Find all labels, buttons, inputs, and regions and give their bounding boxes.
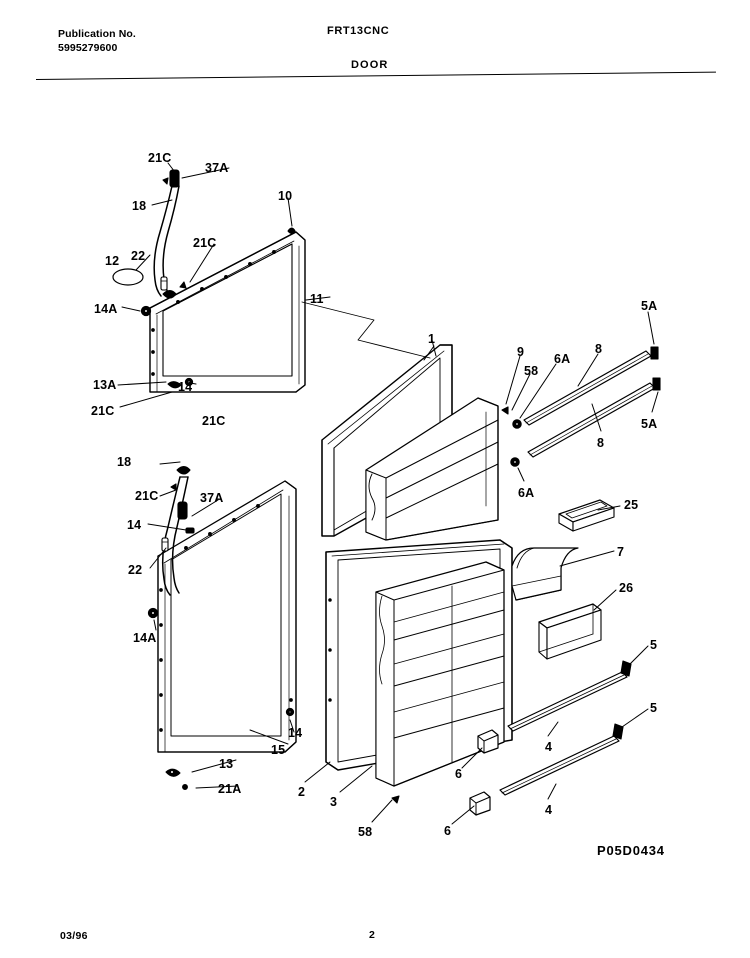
callout-6A: 6A [554, 352, 571, 366]
callout-10: 10 [278, 189, 293, 203]
sheet-title: DOOR [351, 59, 389, 71]
part-22-pin [160, 276, 168, 291]
callout-5A: 5A [641, 417, 658, 431]
callout-14: 14 [127, 518, 142, 532]
callout-13: 13 [219, 757, 234, 771]
callout-6A: 6A [518, 486, 535, 500]
callout-18: 18 [117, 455, 132, 469]
footer-date: 03/96 [60, 930, 88, 942]
part-6A-clips [510, 419, 522, 467]
callout-8: 8 [597, 436, 605, 450]
callout-14A: 14A [94, 302, 118, 316]
callout-5A: 5A [641, 299, 658, 313]
part-25-tray [558, 499, 615, 532]
callout-22: 22 [131, 249, 146, 263]
callout-4: 4 [545, 803, 553, 817]
refrigerator-door-liner [375, 561, 505, 787]
part-5A-endcap-upper [650, 346, 659, 360]
part-14A-screw-upper [140, 305, 152, 317]
model-number: FRT13CNC [327, 25, 390, 37]
callout-21A: 21A [218, 782, 242, 796]
callout-11: 11 [310, 292, 324, 306]
callout-9: 9 [517, 345, 525, 359]
callout-58: 58 [524, 364, 539, 378]
part-26-door-bin [538, 603, 602, 660]
part-58-arrow-lower [391, 795, 400, 804]
part-5-endcap-upper [620, 660, 632, 677]
part-7-bin-cover [511, 547, 579, 601]
diagram-id: P05D0434 [597, 843, 665, 858]
callout-8: 8 [595, 342, 603, 356]
leader-lines [117, 162, 659, 825]
part-14A-screw-lower [147, 607, 159, 619]
part-5A-endcap-lower [652, 377, 661, 391]
callout-6: 6 [455, 767, 463, 781]
callout-6: 6 [444, 824, 452, 838]
callout-14: 14 [288, 726, 303, 740]
part-6-endcap-lower [469, 791, 491, 816]
callout-7: 7 [617, 545, 625, 559]
refrigerator-door-gasket [161, 465, 191, 596]
callout-15: 15 [271, 743, 286, 757]
refrigerator-door-outer-frame [157, 480, 297, 753]
callout-21C: 21C [91, 404, 115, 418]
callout-21C: 21C [148, 151, 172, 165]
callout-5: 5 [650, 638, 658, 652]
part-5-endcap-lower [612, 723, 624, 740]
part-22-pin-lower [161, 537, 169, 552]
callout-37A: 37A [205, 161, 229, 175]
callout-37A: 37A [200, 491, 224, 505]
callout-18: 18 [132, 199, 147, 213]
door-bottom-trim-upper [507, 671, 628, 732]
part-13-hinge [165, 768, 181, 777]
door-bottom-trim-lower [499, 735, 620, 796]
callout-13A: 13A [93, 378, 117, 392]
callout-25: 25 [624, 498, 639, 512]
callout-12: 12 [105, 254, 120, 268]
freezer-door-outer-frame [149, 227, 306, 393]
callout-14A: 14A [133, 631, 157, 645]
callout-3: 3 [330, 795, 338, 809]
callout-21C: 21C [202, 414, 226, 428]
publication-number: 5995279600 [58, 41, 118, 54]
door-trim-rail-upper [523, 350, 652, 426]
callout-21C: 21C [135, 489, 159, 503]
callout-1: 1 [428, 332, 436, 346]
door-trim-rail-lower [527, 382, 656, 458]
footer-page-number: 2 [369, 929, 375, 941]
callout-22: 22 [128, 563, 143, 577]
freezer-door-liner [365, 397, 499, 541]
publication-block: Publication No. 5995279600 [58, 28, 136, 56]
publication-label: Publication No. [58, 28, 136, 40]
freezer-door-panel [321, 344, 453, 537]
freezer-door-gasket [153, 169, 187, 299]
callout-5: 5 [650, 701, 658, 715]
part-6-endcap-upper [477, 729, 499, 754]
part-14-clip-lower [185, 527, 195, 534]
callout-14: 14 [178, 380, 193, 394]
callout-21C: 21C [193, 236, 217, 250]
part-12-plug [112, 268, 144, 286]
callout-58: 58 [358, 825, 373, 839]
callout-2: 2 [298, 785, 306, 799]
part-21A-pin [182, 784, 188, 790]
part-9-arrow [501, 406, 509, 415]
callout-4: 4 [545, 740, 553, 754]
callout-26: 26 [619, 581, 634, 595]
